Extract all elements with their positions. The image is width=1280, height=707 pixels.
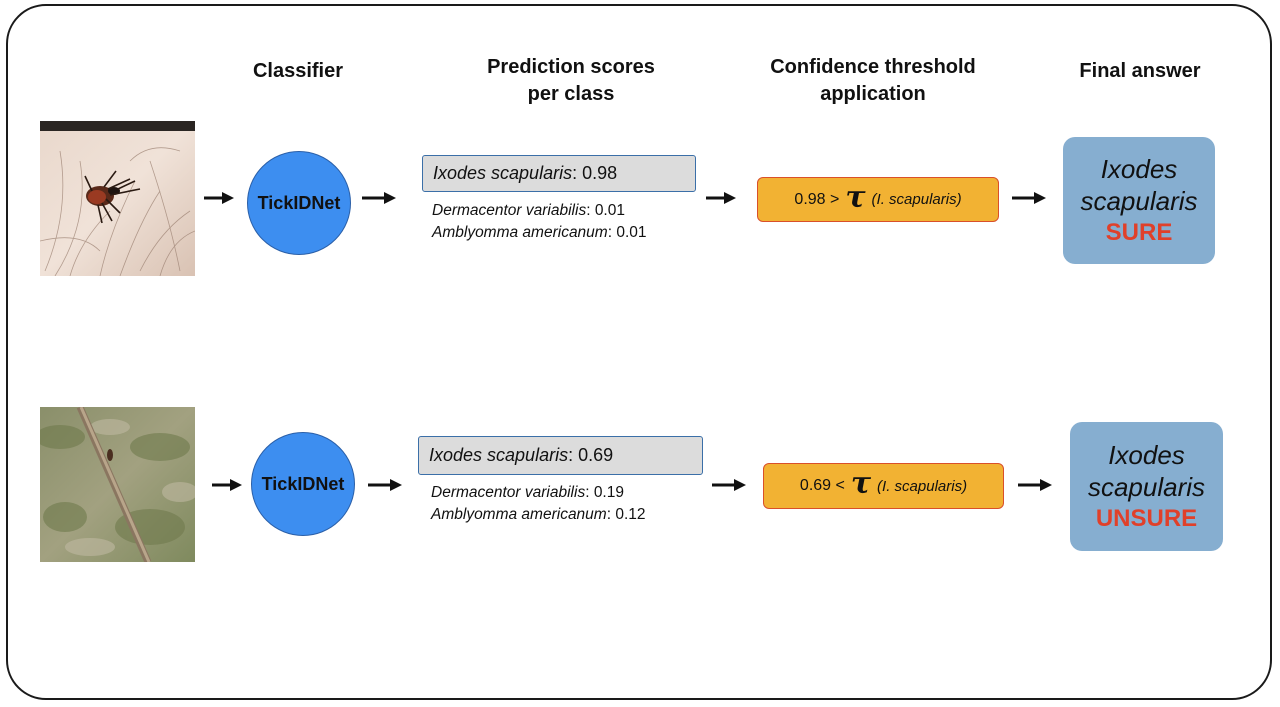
top-score-box: Ixodes scapularis: 0.98 [422,155,696,192]
species-name: Dermacentor variabilis [431,484,586,501]
tau-symbol: τ [850,466,872,501]
diagram-frame [6,4,1272,700]
arrow-icon [1012,192,1046,204]
header-final-answer: Final answer [1079,60,1201,82]
score-value: : 0.12 [606,506,646,523]
arrow-icon [212,479,242,491]
arrow-icon [204,192,234,204]
classifier-node: TickIDNet [251,432,355,536]
species-name: Dermacentor variabilis [432,202,587,219]
threshold-species: (I. scapularis) [877,477,968,495]
score-value: : 0.19 [585,484,624,501]
species-name: Amblyomma americanum [432,224,608,241]
answer-species-line2: scapularis [1080,185,1198,216]
final-answer-box: Ixodes scapularis UNSURE [1070,422,1223,551]
top-score-box: Ixodes scapularis: 0.69 [418,436,703,475]
score-line: Amblyomma americanum: 0.12 [431,506,646,524]
header-scores-line2: per class [527,83,615,105]
species-name: Amblyomma americanum [431,506,607,523]
score-line: Amblyomma americanum: 0.01 [432,224,647,242]
arrow-icon [368,479,402,491]
threshold-box: 0.98 > τ (I. scapularis) [757,177,999,222]
threshold-species: (I. scapularis) [871,191,962,208]
header-prediction-scores: Prediction scores per class [440,54,702,108]
threshold-box: 0.69 < τ (I. scapularis) [763,463,1004,509]
final-answer-box: Ixodes scapularis SURE [1063,137,1215,264]
score-value: : 0.01 [586,202,625,219]
score-line: Dermacentor variabilis: 0.19 [431,484,624,502]
score-line: Dermacentor variabilis: 0.01 [432,202,625,220]
tick-on-grass-photo [40,407,195,562]
header-threshold-line2: application [820,83,926,105]
tau-symbol: τ [845,179,866,215]
verdict-label: SURE [1105,218,1173,246]
arrow-icon [712,479,746,491]
header-threshold-line1: Confidence threshold [770,56,976,78]
top-score-value: : 0.69 [568,445,614,465]
score-value: : 0.01 [607,224,647,241]
answer-species-line1: Ixodes [1100,153,1178,184]
arrow-icon [362,192,396,204]
header-classifier: Classifier [252,60,344,82]
header-scores-line1: Prediction scores [487,56,655,78]
verdict-label: UNSURE [1095,504,1198,532]
answer-species-line1: Ixodes [1108,439,1185,470]
header-threshold: Confidence threshold application [742,54,1004,108]
answer-species-line2: scapularis [1087,471,1206,502]
tick-on-skin-photo [40,121,195,276]
arrow-icon [706,192,736,204]
top-score-value: : 0.98 [572,163,618,183]
threshold-value: 0.98 > [794,190,840,208]
arrow-icon [1018,479,1052,491]
threshold-value: 0.69 < [799,477,845,494]
classifier-node: TickIDNet [247,151,351,255]
top-species: Ixodes scapularis [433,163,573,183]
top-species: Ixodes scapularis [429,445,569,465]
